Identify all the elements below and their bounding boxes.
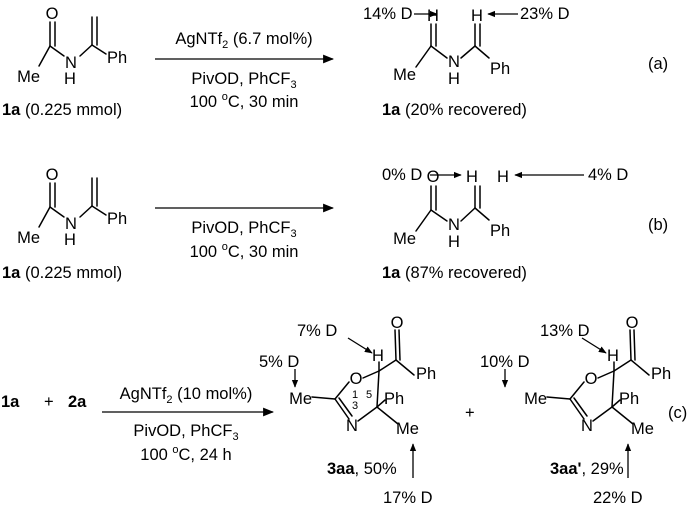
product-3aa-d-hydrogen-arrow xyxy=(347,337,373,354)
ring-position-5: 5 xyxy=(366,389,372,401)
methyl-group: Me xyxy=(393,230,416,248)
product-3aa-d-hydrogen: 7% D xyxy=(297,322,337,340)
ring-nitrogen: N xyxy=(346,417,358,435)
methyl-group: Me xyxy=(393,66,416,84)
reaction-a-product-label: 1a (20% recovered) xyxy=(382,101,527,119)
product-3aa-prime-label: 3aa', 29% xyxy=(550,460,624,478)
carbonyl-oxygen: O xyxy=(46,166,59,184)
vinyl-hydrogen-a: H xyxy=(427,7,439,25)
ring-phenyl: Ph xyxy=(619,390,639,408)
reaction-c-tag: (c) xyxy=(668,404,687,422)
product-3aa-prime-d-hydrogen-arrow xyxy=(581,337,607,354)
deuterium-label-left: 14% D xyxy=(363,5,413,23)
reaction-b-starting-material-structure: O Me N H Ph xyxy=(17,166,127,249)
reaction-b-product-label: 1a (87% recovered) xyxy=(382,264,527,282)
plus-sign-products: + xyxy=(465,404,475,422)
acetyl-methyl: Me xyxy=(17,229,40,247)
product-3aa-structure: O N H O Me Ph Ph Me 1 3 5 xyxy=(289,314,436,438)
carbonyl-oxygen: O xyxy=(427,168,440,186)
product-3aa-prime-structure: O N H O Me Ph Ph Me xyxy=(524,314,671,438)
reaction-c-catalyst: AgNTf2 (10 mol%) xyxy=(120,385,253,406)
reaction-a-catalyst: AgNTf2 (6.7 mol%) xyxy=(175,30,312,51)
amide-hydrogen: H xyxy=(64,231,76,249)
ring-phenyl: Ph xyxy=(384,390,404,408)
reaction-a-starting-material-structure: O Me N H Ph xyxy=(17,5,127,88)
ring-position-1: 1 xyxy=(352,389,358,401)
ring-position-3: 3 xyxy=(352,400,358,412)
acetyl-methyl: Me xyxy=(17,68,40,86)
deuterium-label-left: 0% D xyxy=(382,166,422,184)
carbonyl-oxygen: O xyxy=(46,5,59,23)
amide-nitrogen: N xyxy=(448,216,460,234)
ring-hydrogen: H xyxy=(372,347,384,365)
ring-oxygen: O xyxy=(585,370,598,388)
deuterium-label-right: 4% D xyxy=(588,166,628,184)
amine-nitrogen: N xyxy=(448,53,460,71)
phenyl-group: Ph xyxy=(107,210,127,228)
product-3aa-prime-d-methine: 22% D xyxy=(593,489,643,507)
amine-hydrogen: H xyxy=(448,70,460,88)
amide-hydrogen: H xyxy=(64,70,76,88)
carbonyl-oxygen: O xyxy=(391,314,404,332)
amide-hydrogen: H xyxy=(448,233,460,251)
reaction-a-temperature: 100 oC, 30 min xyxy=(190,91,299,111)
benzoyl-phenyl: Ph xyxy=(651,365,671,383)
benzoyl-phenyl: Ph xyxy=(416,365,436,383)
product-3aa-d-methine: 17% D xyxy=(383,489,433,507)
reactant-2a: 2a xyxy=(68,393,87,411)
amide-nitrogen: N xyxy=(65,215,77,233)
product-3aa-prime-d-methyl: 10% D xyxy=(480,353,530,371)
reaction-b-temperature: 100 oC, 30 min xyxy=(190,241,299,261)
product-3aa-prime-d-hydrogen: 13% D xyxy=(540,322,590,340)
reaction-a: O Me N H Ph 1a (0.225 mmol) AgNTf2 (6.7 … xyxy=(2,5,668,119)
reaction-b-tag: (b) xyxy=(648,216,668,234)
reaction-a-tag: (a) xyxy=(648,55,668,73)
plus-sign: + xyxy=(44,393,54,411)
reaction-b-product-structure: O H H Me N H Ph xyxy=(393,168,510,251)
amide-nitrogen: N xyxy=(65,54,77,72)
reaction-b-starting-material-label: 1a (0.225 mmol) xyxy=(2,264,122,282)
ring-methyl: Me xyxy=(396,420,419,438)
reaction-c: 1a + 2a AgNTf2 (10 mol%) PivOD, PhCF3 10… xyxy=(1,314,687,507)
ring-hydrogen: H xyxy=(607,347,619,365)
phenyl-group: Ph xyxy=(490,222,510,240)
ring-nitrogen: N xyxy=(581,417,593,435)
vinyl-hydrogen-b: H xyxy=(497,168,509,186)
carbonyl-oxygen: O xyxy=(626,314,639,332)
ring-oxygen: O xyxy=(350,370,363,388)
reaction-c-solvent: PivOD, PhCF3 xyxy=(133,422,238,443)
ring-methyl: Me xyxy=(631,420,654,438)
reaction-b: O Me N H Ph 1a (0.225 mmol) PivOD, PhCF3… xyxy=(2,166,668,282)
methyl-group: Me xyxy=(524,390,547,408)
phenyl-group: Ph xyxy=(107,49,127,67)
reaction-c-temperature: 100 oC, 24 h xyxy=(140,444,231,464)
reaction-b-solvent: PivOD, PhCF3 xyxy=(191,219,296,240)
product-3aa-d-methyl: 5% D xyxy=(259,353,299,371)
phenyl-group: Ph xyxy=(490,60,510,78)
methyl-group: Me xyxy=(289,390,312,408)
deuterium-label-right: 23% D xyxy=(520,5,570,23)
reactant-1a: 1a xyxy=(1,393,20,411)
vinyl-hydrogen-b: H xyxy=(471,7,483,25)
vinyl-hydrogen-a: H xyxy=(466,168,478,186)
product-3aa-label: 3aa, 50% xyxy=(327,460,397,478)
reaction-a-solvent: PivOD, PhCF3 xyxy=(191,70,296,91)
reaction-a-starting-material-label: 1a (0.225 mmol) xyxy=(2,101,122,119)
